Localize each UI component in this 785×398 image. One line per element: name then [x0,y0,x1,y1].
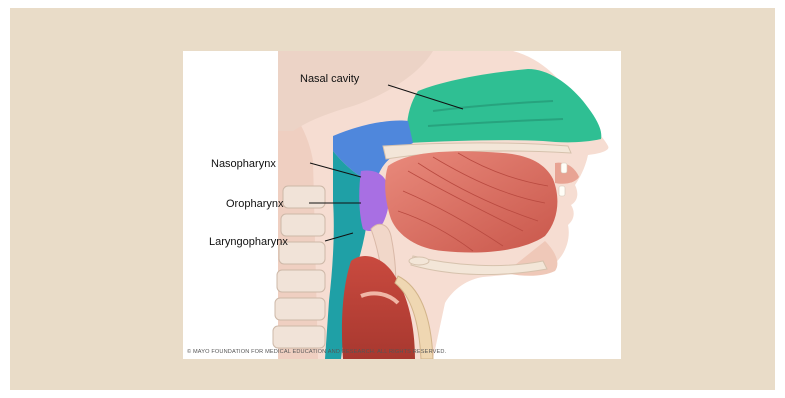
hyoid-bone [409,257,429,265]
anatomy-figure: Nasal cavity Nasopharynx Oropharynx Lary… [183,51,621,359]
label-oropharynx: Oropharynx [226,198,284,210]
label-nasopharynx: Nasopharynx [211,158,276,170]
label-nasal-cavity: Nasal cavity [300,73,360,85]
copyright-credit: © MAYO FOUNDATION FOR MEDICAL EDUCATION … [187,348,447,355]
pharynx-illustration: Nasal cavity Nasopharynx Oropharynx Lary… [183,51,621,359]
upper-tooth [561,163,567,173]
lower-tooth [559,186,565,196]
label-laryngopharynx: Laryngopharynx [209,236,288,248]
tongue [385,151,557,252]
